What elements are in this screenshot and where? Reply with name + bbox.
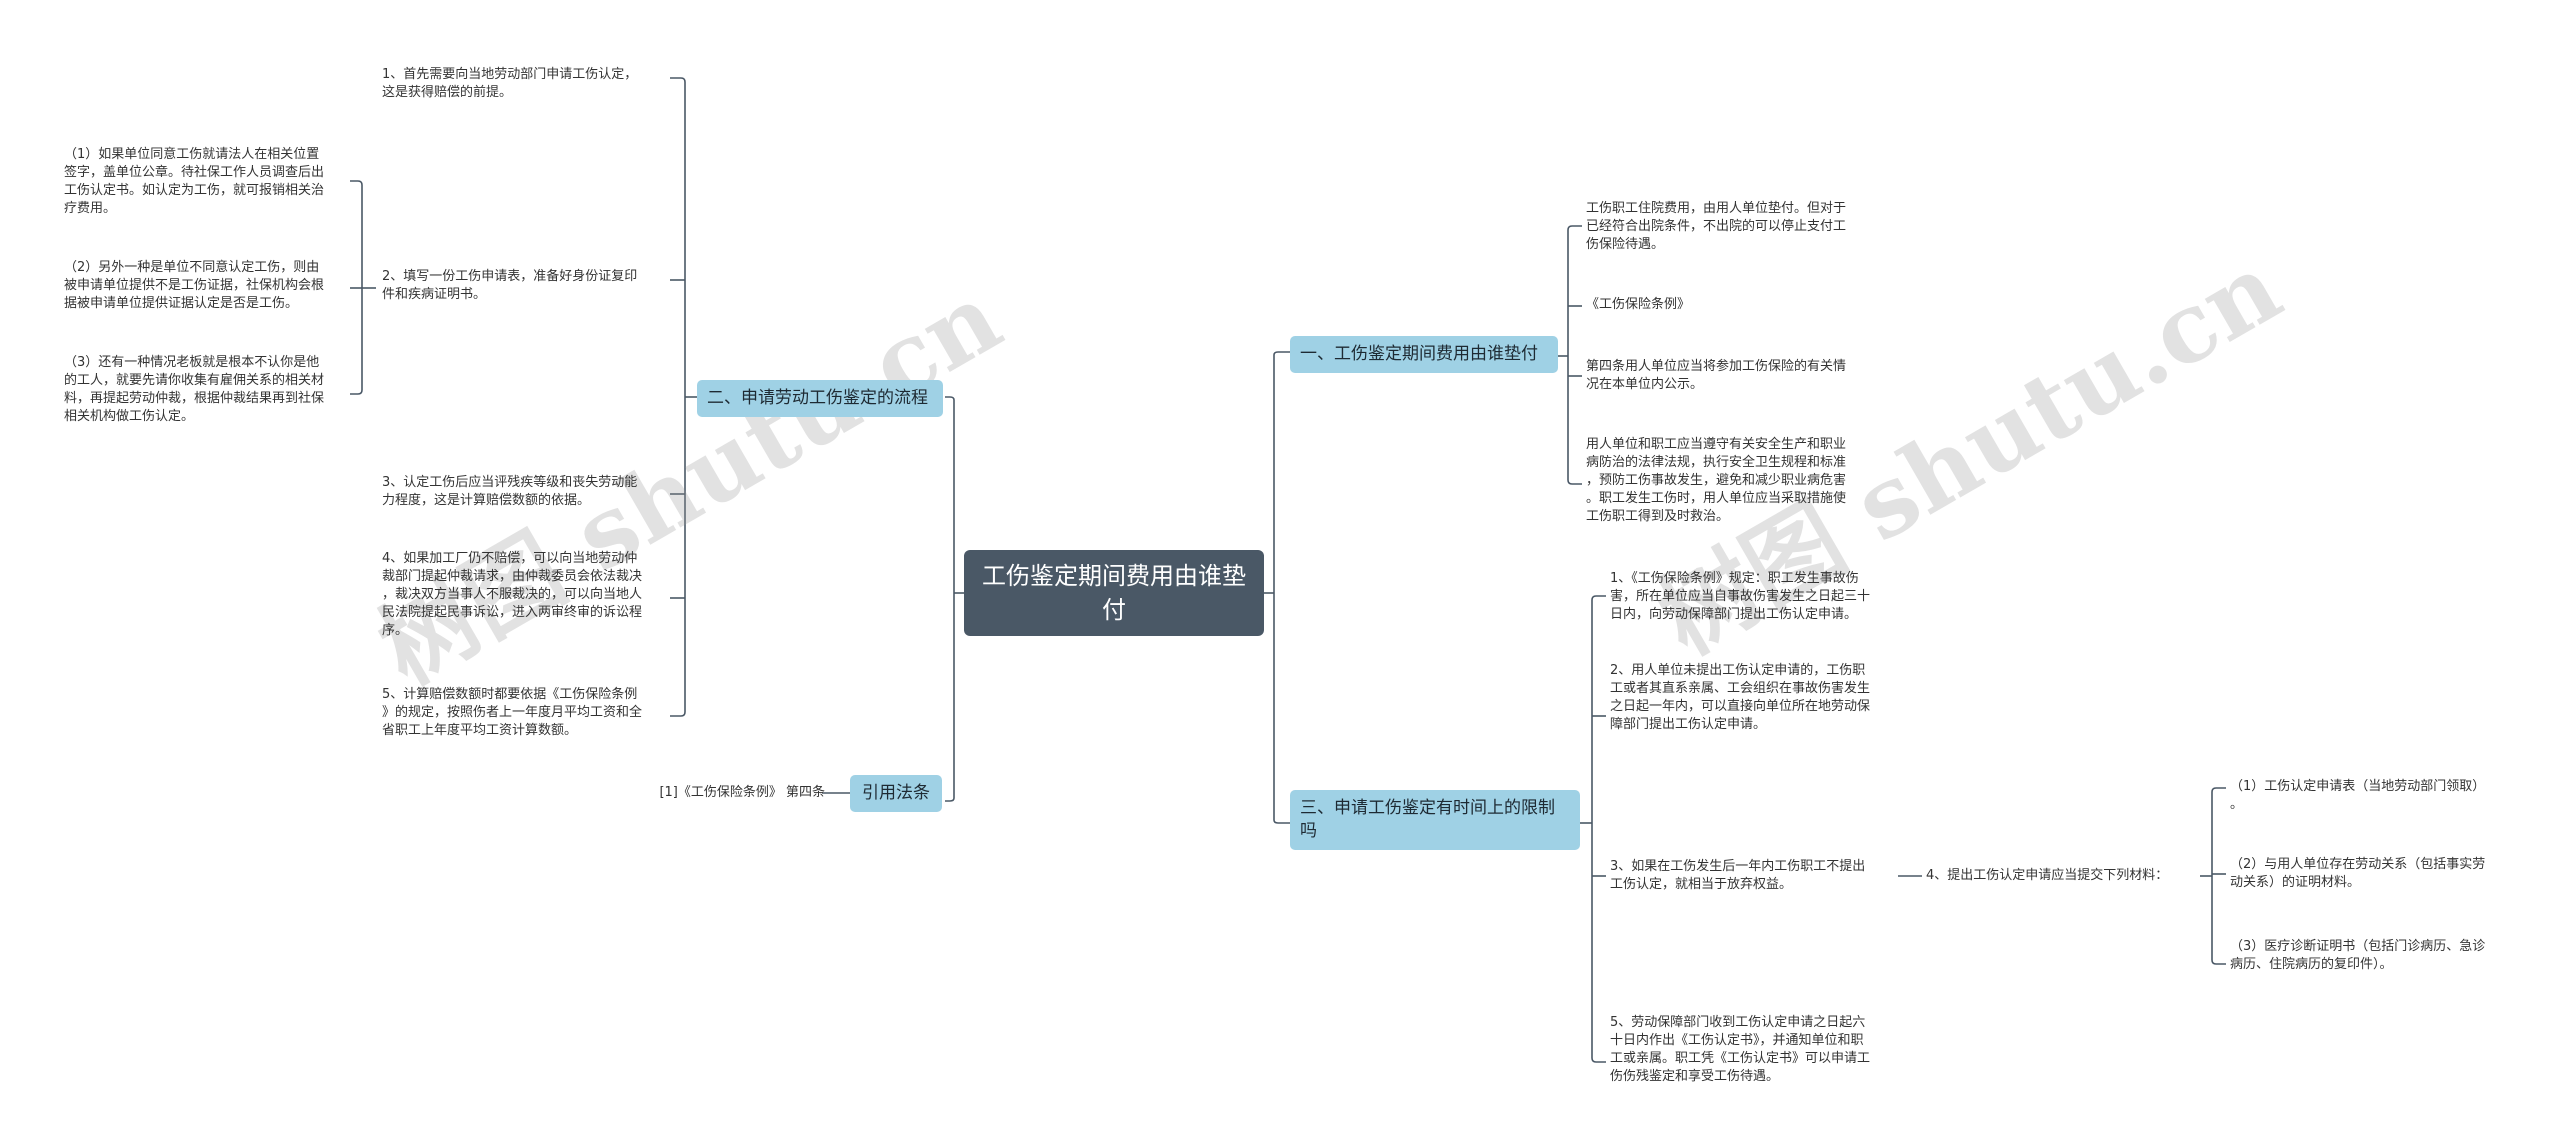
process-step-4[interactable]: 4、如果加工厂仍不赔偿，可以向当地劳动仲 裁部门提起仲裁请求，由仲裁委员会依法裁…	[382, 551, 643, 638]
process-step-1[interactable]: 1、首先需要向当地劳动部门申请工伤认定， 这是获得赔偿的前提。	[382, 67, 638, 100]
process-step-5[interactable]: 5、计算赔偿数额时都要依据《工伤保险条例 》的规定，按照伤者上一年度月平均工资和…	[382, 687, 643, 738]
time-limit-item-5[interactable]: 5、劳动保障部门收到工伤认定申请之日起六 十日内作出《工伤认定书》，并通知单位和…	[1610, 1015, 1871, 1084]
process-step-2-sub-1[interactable]: （1）如果单位同意工伤就请法人在相关位置 签字，盖单位公章。待社保工作人员调查后…	[64, 147, 325, 216]
cited-law-item[interactable]: [1]《工伤保险条例》 第四条	[659, 785, 825, 800]
root-topic[interactable]: 工伤鉴定期间费用由谁垫付	[964, 550, 1264, 636]
branch-time-limit[interactable]: 三、申请工伤鉴定有时间上的限制 吗	[1290, 790, 1580, 850]
time-limit-item-2[interactable]: 2、用人单位未提出工伤认定申请的，工伤职 工或者其直系亲属、工会组织在事故伤害发…	[1610, 663, 1871, 732]
who-pays-item-3[interactable]: 第四条用人单位应当将参加工伤保险的有关情 况在本单位内公示。	[1586, 359, 1847, 392]
time-limit-item-3[interactable]: 3、如果在工伤发生后一年内工伤职工不提出 工伤认定，就相当于放弃权益。	[1610, 859, 1866, 892]
time-limit-item-4[interactable]: 4、提出工伤认定申请应当提交下列材料：	[1926, 868, 2169, 883]
process-step-2[interactable]: 2、填写一份工伤申请表，准备好身份证复印 件和疾病证明书。	[382, 269, 638, 302]
who-pays-item-2[interactable]: 《工伤保险条例》	[1586, 297, 1691, 312]
time-limit-item-4-sub-2[interactable]: （2）与用人单位存在劳动关系（包括事实劳 动关系）的证明材料。	[2230, 857, 2486, 890]
who-pays-item-4[interactable]: 用人单位和职工应当遵守有关安全生产和职业 病防治的法律法规，执行安全卫生规程和标…	[1586, 437, 1847, 524]
time-limit-item-1[interactable]: 1、《工伤保险条例》规定：职工发生事故伤 害，所在单位应当自事故伤害发生之日起三…	[1610, 571, 1871, 622]
time-limit-item-4-sub-1[interactable]: （1）工伤认定申请表（当地劳动部门领取） 。	[2230, 779, 2486, 812]
who-pays-item-1[interactable]: 工伤职工住院费用，由用人单位垫付。但对于 已经符合出院条件，不出院的可以停止支付…	[1586, 201, 1847, 252]
time-limit-item-4-sub-3[interactable]: （3）医疗诊断证明书（包括门诊病历、急诊 病历、住院病历的复印件）。	[2230, 939, 2486, 972]
process-step-3[interactable]: 3、认定工伤后应当评残疾等级和丧失劳动能 力程度，这是计算赔偿数额的依据。	[382, 475, 638, 508]
process-step-2-sub-2[interactable]: （2）另外一种是单位不同意认定工伤，则由 被申请单位提供不是工伤证据，社保机构会…	[64, 260, 325, 311]
process-step-2-sub-3[interactable]: （3）还有一种情况老板就是根本不认你是他 的工人，就要先请你收集有雇佣关系的相关…	[64, 355, 325, 424]
branch-who-pays[interactable]: 一、工伤鉴定期间费用由谁垫付	[1290, 336, 1558, 373]
branch-cited-law[interactable]: 引用法条	[850, 775, 942, 812]
branch-application-process[interactable]: 二、申请劳动工伤鉴定的流程	[697, 380, 943, 417]
